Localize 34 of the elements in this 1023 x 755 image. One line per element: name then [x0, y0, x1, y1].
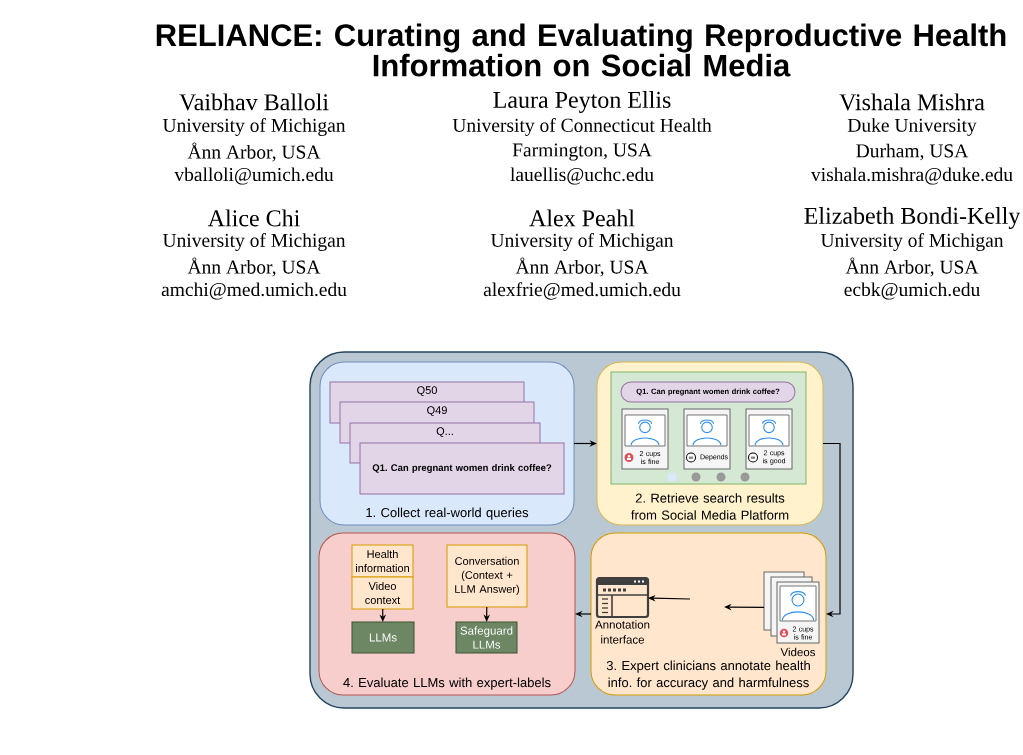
arrow: [822, 442, 841, 618]
affiliation: University of Michigan: [162, 118, 346, 136]
location: Farmington, USA: [512, 143, 652, 161]
query-card: Q1. Can pregnant women drink coffee?: [359, 442, 565, 495]
location: Ånn Arbor, USA: [187, 142, 321, 162]
affiliation: Duke University: [847, 118, 977, 136]
text-box: Video context: [351, 576, 414, 610]
affiliation: University of Connecticut Health: [452, 118, 712, 136]
text-box: Health information: [351, 544, 414, 578]
email-address: vishala.mishra@duke.edu: [810, 167, 1013, 185]
node-label: Videos: [780, 647, 816, 657]
location: Durham, USA: [856, 143, 969, 161]
icon-caption: Annotation interface: [595, 620, 650, 644]
location: Ånn Arbor, USA: [845, 257, 979, 277]
author-name: Vishala Mishra: [839, 93, 985, 111]
author-name: Vaibhav Balloli: [179, 93, 329, 111]
affiliation: University of Michigan: [490, 233, 674, 251]
email-address: ecbk@umich.edu: [844, 282, 980, 300]
author-name: Elizabeth Bondi-Kelly: [804, 207, 1021, 229]
location: Ånn Arbor, USA: [187, 257, 321, 277]
model-box: LLMs: [351, 621, 415, 654]
affiliation: University of Michigan: [820, 233, 1004, 251]
author-name: Laura Peyton Ellis: [493, 91, 671, 113]
model-box: Safeguard LLMs: [455, 621, 518, 654]
affiliation: University of Michigan: [162, 233, 346, 251]
email-address: alexfrie@med.umich.edu: [483, 282, 681, 300]
email-address: amchi@med.umich.edu: [161, 282, 347, 300]
location: Ånn Arbor, USA: [515, 257, 649, 277]
author-name: Alex Peahl: [529, 209, 635, 227]
email-address: lauellis@uchc.edu: [510, 167, 654, 185]
text-box: Conversation (Context + LLM Answer): [446, 544, 528, 608]
email-address: vballoli@umich.edu: [174, 167, 334, 185]
author-name: Alice Chi: [207, 209, 300, 227]
title: RELIANCE: Curating and Evaluating Reproductive Health Information on Social Media: [156, 23, 1006, 77]
